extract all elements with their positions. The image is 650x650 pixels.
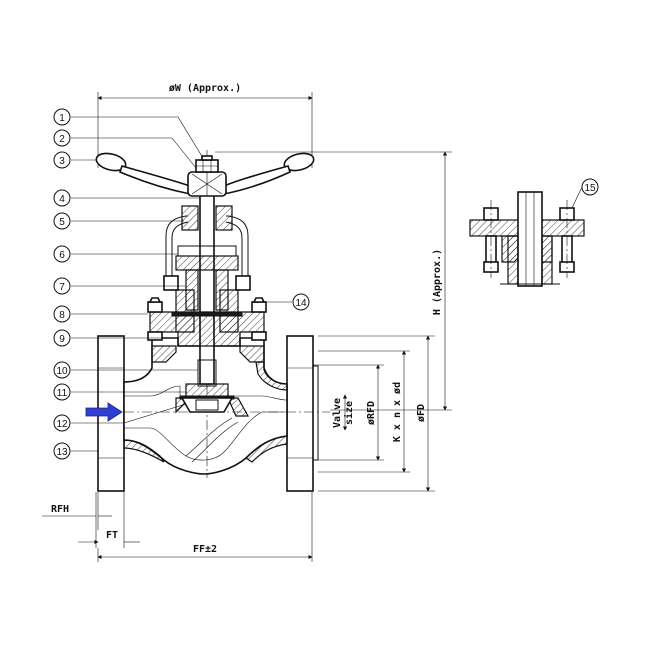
packing-left — [185, 269, 199, 311]
dim-label-knd: K x n x ød — [392, 382, 403, 442]
callout-15: 15 — [584, 183, 596, 194]
callout-10: 10 — [56, 366, 68, 377]
dim-label-rfd: øRFD — [366, 401, 377, 425]
callout-5: 5 — [59, 217, 65, 228]
bonnet-bolt-right — [251, 297, 267, 341]
dimension-ff: FF±2 — [97, 470, 313, 562]
detail-stem — [517, 191, 543, 287]
detail-bolt-right — [559, 200, 575, 278]
dim-label-valve: Valve — [332, 398, 343, 428]
dimension-ft: FT — [78, 492, 140, 548]
callout-9: 9 — [59, 334, 65, 345]
handwheel-rim-left — [95, 152, 127, 172]
bonnet-bolt-left — [147, 297, 163, 341]
dimension-rfd: øRFD — [312, 364, 384, 461]
dim-label-w: øW (Approx.) — [169, 83, 241, 94]
dim-label-ft: FT — [106, 530, 118, 541]
callout-7: 7 — [59, 282, 65, 293]
callout-3: 3 — [59, 156, 65, 167]
valve-disc — [179, 383, 235, 413]
dimension-knd: K x n x ød — [318, 350, 410, 473]
callout-12: 12 — [56, 419, 68, 430]
dimension-valve-size: Valve size — [332, 394, 355, 431]
callout-2: 2 — [59, 134, 65, 145]
callout-13: 13 — [56, 447, 68, 458]
callouts: 1 2 3 4 5 6 7 8 9 10 — [53, 108, 599, 460]
packing-right — [215, 269, 229, 311]
stem — [199, 163, 215, 385]
flow-direction-arrow-icon — [85, 402, 123, 422]
callout-6: 6 — [59, 250, 65, 261]
callout-14: 14 — [295, 298, 307, 309]
gland-flange — [175, 255, 239, 271]
callout-11: 11 — [57, 388, 68, 399]
dim-label-fd: øFD — [416, 404, 427, 422]
dim-label-h: H (Approx.) — [432, 249, 443, 315]
detail-view-bolting — [469, 191, 585, 287]
yoke-bush-left — [181, 205, 199, 231]
detail-bolt-left — [483, 200, 499, 278]
callout-1: 1 — [59, 113, 65, 124]
dimension-fd: øFD — [318, 335, 435, 492]
dim-label-size: size — [343, 401, 355, 425]
dimension-height: H (Approx.) — [215, 151, 452, 411]
dim-label-rfh: RFH — [51, 504, 69, 515]
valve-stem — [197, 163, 217, 387]
bonnet — [147, 205, 267, 347]
handwheel — [95, 152, 315, 197]
callout-8: 8 — [59, 310, 65, 321]
dim-label-ff: FF±2 — [193, 544, 217, 555]
yoke-bush-right — [215, 205, 233, 231]
callout-4: 4 — [59, 194, 65, 205]
outlet-flange — [286, 335, 314, 492]
dimension-rfh: RFH — [42, 492, 112, 548]
handwheel-rim-right — [283, 152, 315, 172]
